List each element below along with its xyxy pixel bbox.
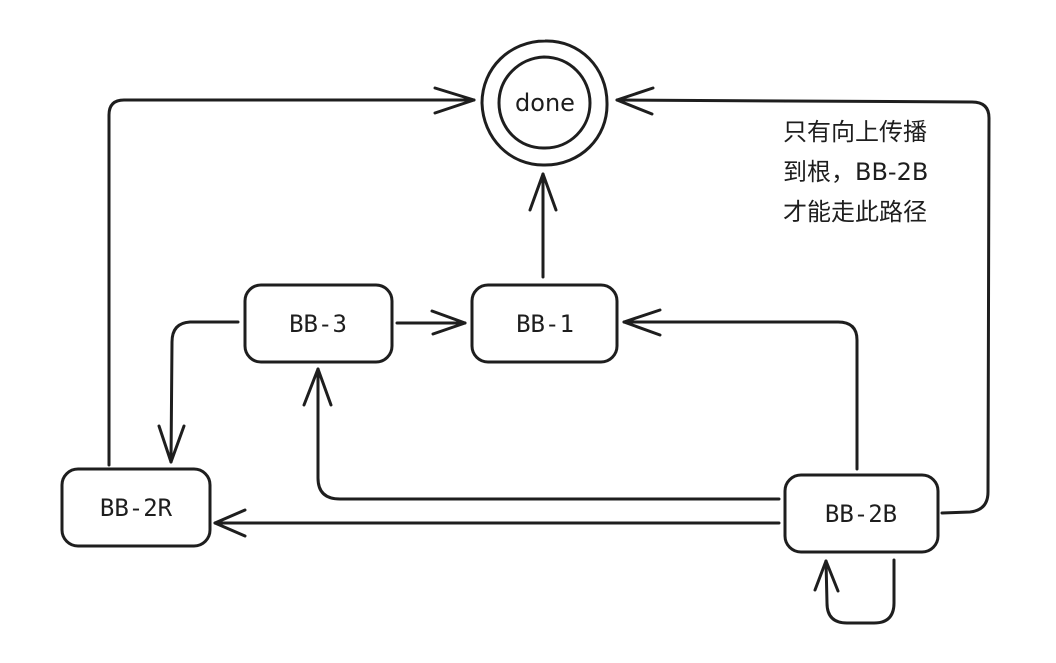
arrowhead <box>157 424 186 464</box>
edge-bb-3-to-bb-2r <box>157 320 240 464</box>
edge-bb-2r-to-done <box>107 86 476 467</box>
node-bb-1[interactable]: BB-1 <box>470 283 619 364</box>
arrowhead <box>433 86 476 115</box>
arrowhead <box>302 367 333 407</box>
bb-2b-label: BB-2B <box>825 500 897 528</box>
node-bb-2r[interactable]: BB-2R <box>60 467 212 548</box>
done-label: done <box>515 89 575 117</box>
arrowhead <box>528 172 558 212</box>
bb-2r-box <box>60 467 212 548</box>
node-bb-3[interactable]: BB-3 <box>243 283 394 364</box>
edge-bb-2b-self-loop <box>813 558 896 625</box>
bb-3-box <box>243 283 394 364</box>
bb-1-label: BB-1 <box>516 310 574 338</box>
edge-bb-2b-to-done <box>615 86 991 515</box>
done-inner-circle <box>497 55 592 150</box>
arrowhead <box>213 508 247 538</box>
edge-bb-2b-to-bb-2r <box>213 508 781 538</box>
note-line-2: 到根，BB-2B <box>783 158 929 186</box>
edge-bb-2b-to-bb-3 <box>302 367 781 501</box>
edge-bb-1-to-done <box>528 172 558 279</box>
bb-2b-box <box>783 473 940 554</box>
bb-1-box <box>470 283 619 364</box>
arrowhead <box>615 86 655 116</box>
bb-2r-label: BB-2R <box>100 494 173 522</box>
note-line-3: 才能走此路径 <box>783 198 927 226</box>
node-bb-2b[interactable]: BB-2B <box>783 473 940 554</box>
arrowhead <box>813 559 840 593</box>
done-outer-circle <box>480 39 609 167</box>
annotation-note: 只有向上传播到根，BB-2B 才能走此路径 <box>783 112 928 232</box>
bb-3-label: BB-3 <box>289 310 347 338</box>
arrowhead <box>622 308 662 337</box>
arrowhead <box>430 309 467 336</box>
node-done[interactable]: done <box>480 39 609 167</box>
edge-bb-3-to-bb-1 <box>395 309 467 336</box>
note-line-1: 只有向上传播 <box>783 118 927 146</box>
edge-bb-2b-to-bb-1 <box>622 308 859 471</box>
